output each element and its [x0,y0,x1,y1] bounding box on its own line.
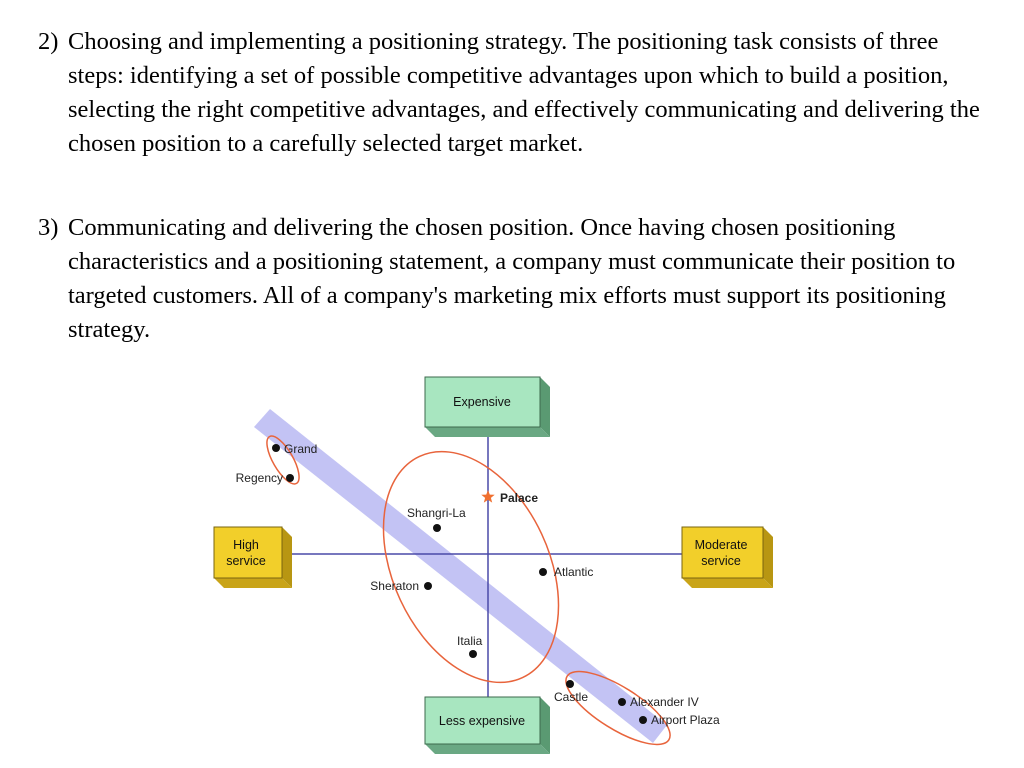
hotel-label: Airport Plaza [651,713,720,727]
less-expensive-label: Less expensive [439,714,525,728]
hotel-regency: Regency [236,471,294,485]
hotel-label: Italia [457,634,483,648]
hotel-label: Shangri-La [407,506,466,520]
moderate-service-label-line1: Moderate [695,538,748,552]
hotel-label: Regency [236,471,283,485]
hotel-castle: Castle [554,680,588,704]
hotel-grand: Grand [272,442,317,456]
paragraph-number: 3) [38,214,59,241]
hotel-label: Sheraton [370,579,419,593]
paragraph-2: 2) Choosing and implementing a positioni… [38,25,998,161]
ellipse-top-left [266,435,300,485]
hotel-airport-plaza: Airport Plaza [639,713,720,727]
paragraph-number: 2) [38,28,59,55]
high-service-box: High service [213,526,292,588]
paragraph-3: 3) Communicating and delivering the chos… [38,211,998,347]
hotel-shangri-la: Shangri-La [407,506,466,532]
paragraph-text: Communicating and delivering the chosen … [68,214,956,343]
star-icon [481,490,495,503]
high-service-label-line1: High [233,538,259,552]
less-expensive-box: Less expensive [424,696,550,754]
hotel-label: Palace [500,491,538,505]
hotel-label: Atlantic [554,565,593,579]
hotel-atlantic: Atlantic [539,565,593,579]
moderate-service-box: Moderate service [681,526,773,588]
hotel-italia: Italia [457,634,483,658]
hotel-sheraton: Sheraton [370,579,432,593]
hotel-label: Grand [284,442,317,456]
expensive-box: Expensive [424,376,550,437]
ellipse-center [382,450,560,684]
moderate-service-label-line2: service [701,554,741,568]
hotel-palace: Palace [481,490,538,505]
high-service-label-line2: service [226,554,266,568]
ellipse-bottom-right [565,670,671,746]
hotel-label: Alexander IV [630,695,699,709]
paragraph-text: Choosing and implementing a positioning … [68,28,980,157]
diagonal-band [254,409,667,743]
hotel-label: Castle [554,690,588,704]
expensive-label: Expensive [453,395,511,409]
hotel-alexander-iv: Alexander IV [618,695,699,709]
